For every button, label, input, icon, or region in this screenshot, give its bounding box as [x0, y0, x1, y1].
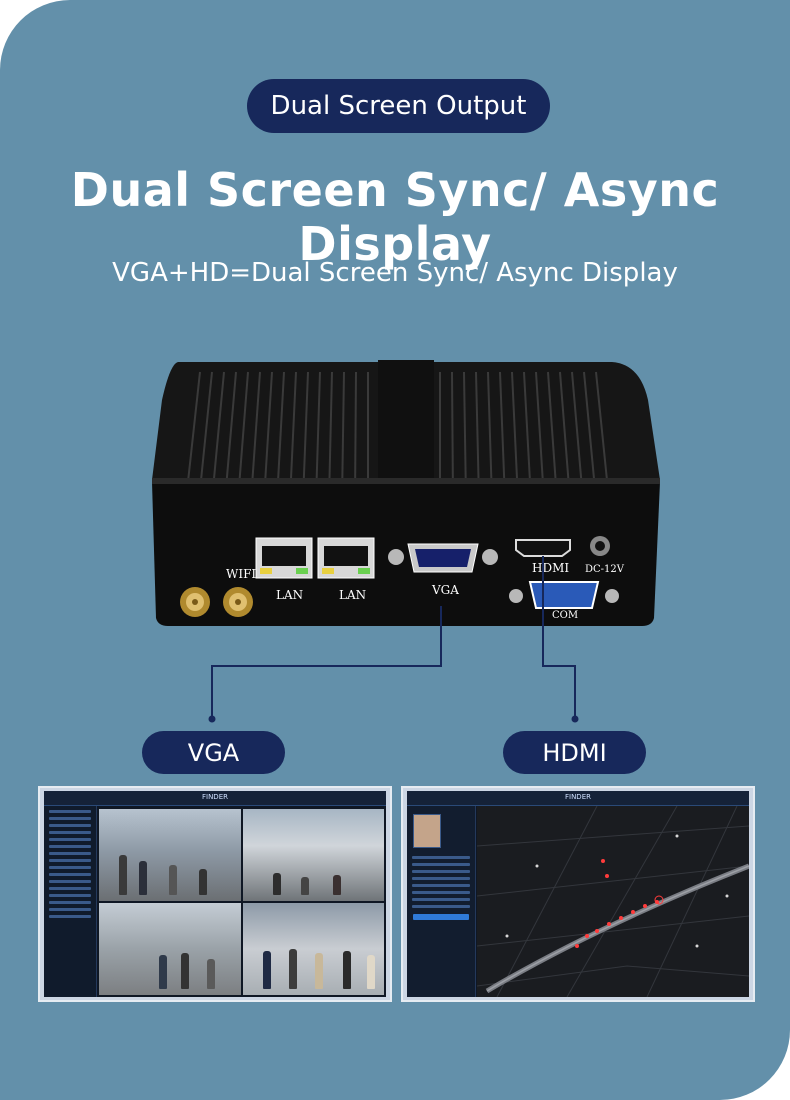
highway-road: [485, 863, 749, 994]
face-thumbnail: [413, 814, 441, 848]
lan-label-1: LAN: [276, 588, 303, 602]
connector-lines: [211, 556, 576, 718]
wifi-antenna-connector-1: [180, 587, 210, 617]
vga-connector-line: [211, 606, 442, 718]
dc-jack: [590, 536, 610, 556]
route-markers: [575, 859, 659, 948]
wifi-antenna-connector-2: [223, 587, 253, 617]
vga-screen: FINDER: [44, 791, 386, 997]
com-port: [509, 581, 619, 609]
hdmi-port: [515, 539, 571, 557]
tracking-map: [476, 805, 749, 997]
vga-monitor: FINDER: [38, 786, 392, 1002]
section-badge: Dual Screen Output: [247, 79, 550, 133]
lan-port-2: [317, 537, 375, 579]
wifi-label: WIFI: [226, 567, 256, 581]
camera-view-3: [99, 903, 241, 995]
hdmi-line-dot: [571, 715, 579, 723]
camera-grid: [99, 809, 384, 995]
app-title: FINDER: [201, 793, 228, 801]
camera-view-1: [99, 809, 241, 901]
page-headline: Dual Screen Sync/ Async Display: [70, 163, 720, 271]
camera-view-2: [242, 809, 384, 901]
search-panel: [407, 806, 476, 997]
map-canvas: [476, 805, 749, 997]
hdmi-connector-line: [542, 556, 576, 718]
camera-list-sidebar: [44, 806, 97, 997]
vga-port: [388, 543, 498, 573]
hdmi-screen: FINDER: [407, 791, 749, 997]
hdmi-badge: HDMI: [503, 731, 646, 774]
heatsink-center-channel: [378, 360, 434, 500]
hdmi-monitor: FINDER: [401, 786, 755, 1002]
lan-label-2: LAN: [339, 588, 366, 602]
app-topbar: FINDER: [44, 791, 386, 806]
vga-line-dot: [208, 715, 216, 723]
panel-action-bar: [413, 914, 469, 920]
target-marker: [654, 895, 664, 905]
lan-port-1: [255, 537, 313, 579]
page-subheadline: VGA+HD=Dual Screen Sync/ Async Display: [112, 258, 678, 288]
vga-badge: VGA: [142, 731, 285, 774]
com-label: COM: [552, 610, 578, 621]
camera-view-4: [242, 903, 384, 995]
app-topbar: FINDER: [407, 791, 749, 806]
dc-label: DC-12V: [585, 564, 625, 575]
app-title: FINDER: [564, 793, 591, 801]
vga-port-label: VGA: [431, 583, 459, 597]
hdmi-port-label: HDMI: [532, 561, 569, 575]
